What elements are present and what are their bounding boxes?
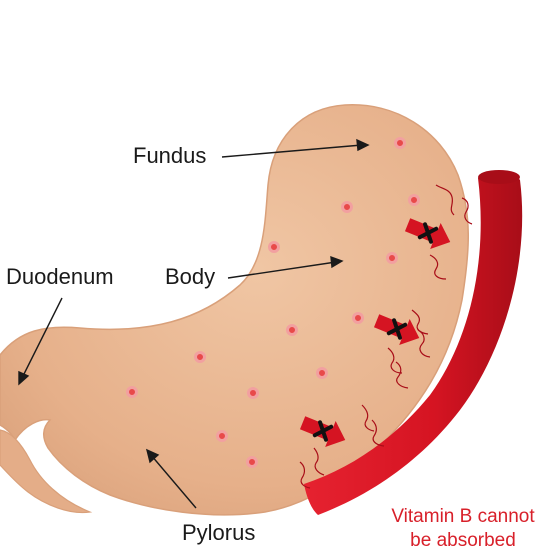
vitamin-dot <box>194 351 206 363</box>
vitamin-dot <box>247 387 259 399</box>
vitamin-dot <box>216 430 228 442</box>
caption-line-2: be absorbed <box>410 530 516 551</box>
vitamin-dot <box>126 386 138 398</box>
label-fundus: Fundus <box>133 143 207 168</box>
label-body: Body <box>165 264 216 289</box>
absorption-squiggles <box>299 184 473 489</box>
vitamin-dot <box>394 137 406 149</box>
vitamin-dot <box>246 456 258 468</box>
vitamin-dots <box>126 137 420 468</box>
vitamin-dot <box>408 194 420 206</box>
vitamin-dot <box>386 252 398 264</box>
vitamin-dot <box>341 201 353 213</box>
blocked-arrow-icon <box>404 218 451 249</box>
vitamin-dot <box>352 312 364 324</box>
blood-vessel <box>304 172 523 515</box>
duodenum-curve <box>0 429 93 514</box>
blocked-arrow-icon <box>299 416 346 447</box>
label-pylorus: Pylorus <box>182 520 256 545</box>
vitamin-dot <box>286 324 298 336</box>
label-duodenum: Duodenum <box>6 264 114 289</box>
vitamin-dot <box>316 367 328 379</box>
blocked-arrow-icon <box>373 314 420 345</box>
vitamin-dot <box>268 241 280 253</box>
caption-line-1: Vitamin B cannot <box>391 506 535 527</box>
absorption-caption: Vitamin B cannot be absorbed <box>378 505 548 553</box>
label-pointers <box>18 138 370 509</box>
blood-vessel-opening <box>478 170 520 184</box>
